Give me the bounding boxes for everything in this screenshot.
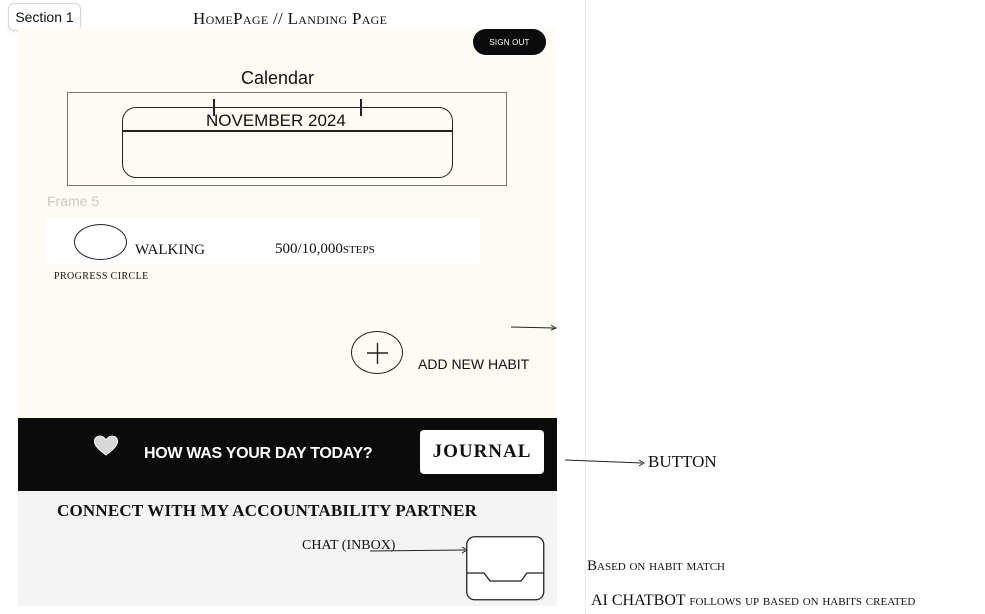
journal-button[interactable]: JOURNAL <box>420 430 544 474</box>
section-tab[interactable]: Section 1 <box>8 3 81 31</box>
inbox-icon[interactable] <box>466 536 545 601</box>
accountability-heading: CONNECT WITH MY ACCOUNTABILITY PARTNER <box>57 501 478 520</box>
calendar-month-label: NOVEMBER 2024 <box>206 111 346 130</box>
arrow-icon <box>511 324 558 331</box>
frame-5-label: Frame 5 <box>47 193 100 209</box>
calendar-binding-tick <box>360 99 362 116</box>
heart-icon[interactable] <box>92 434 120 458</box>
button-annotation: BUTTON <box>648 452 717 471</box>
arrow-icon <box>565 459 645 467</box>
chat-inbox-label[interactable]: CHAT (INBOX) <box>302 538 396 553</box>
habit-match-annotation: Based on habit match <box>587 558 725 574</box>
calendar-widget[interactable] <box>122 107 453 178</box>
ai-chatbot-detail: follows up based on habits created <box>689 593 916 609</box>
progress-circle-label: PROGRESS CIRCLE <box>54 271 149 282</box>
ai-chatbot-annotation: AI CHATBOT follows up based on habits cr… <box>591 592 915 610</box>
calendar-divider <box>122 130 453 132</box>
sign-out-button[interactable]: SIGN OUT <box>473 29 546 55</box>
day-question: HOW WAS YOUR DAY TODAY? <box>144 445 373 462</box>
arrow-icon <box>370 546 468 554</box>
ai-chatbot-lead: AI CHATBOT <box>591 592 686 609</box>
calendar-container <box>67 92 507 186</box>
calendar-binding-tick <box>213 99 215 116</box>
add-habit-label[interactable]: ADD NEW HABIT <box>418 356 530 372</box>
frame-title: HomePage // Landing Page <box>193 9 388 28</box>
habit-steps: 500/10,000steps <box>275 241 375 257</box>
canvas-divider <box>585 0 586 614</box>
progress-circle <box>74 224 127 260</box>
calendar-title: Calendar <box>241 68 315 88</box>
habit-name: WALKING <box>135 242 205 258</box>
plus-icon <box>367 343 388 364</box>
add-habit-button[interactable] <box>351 331 403 374</box>
